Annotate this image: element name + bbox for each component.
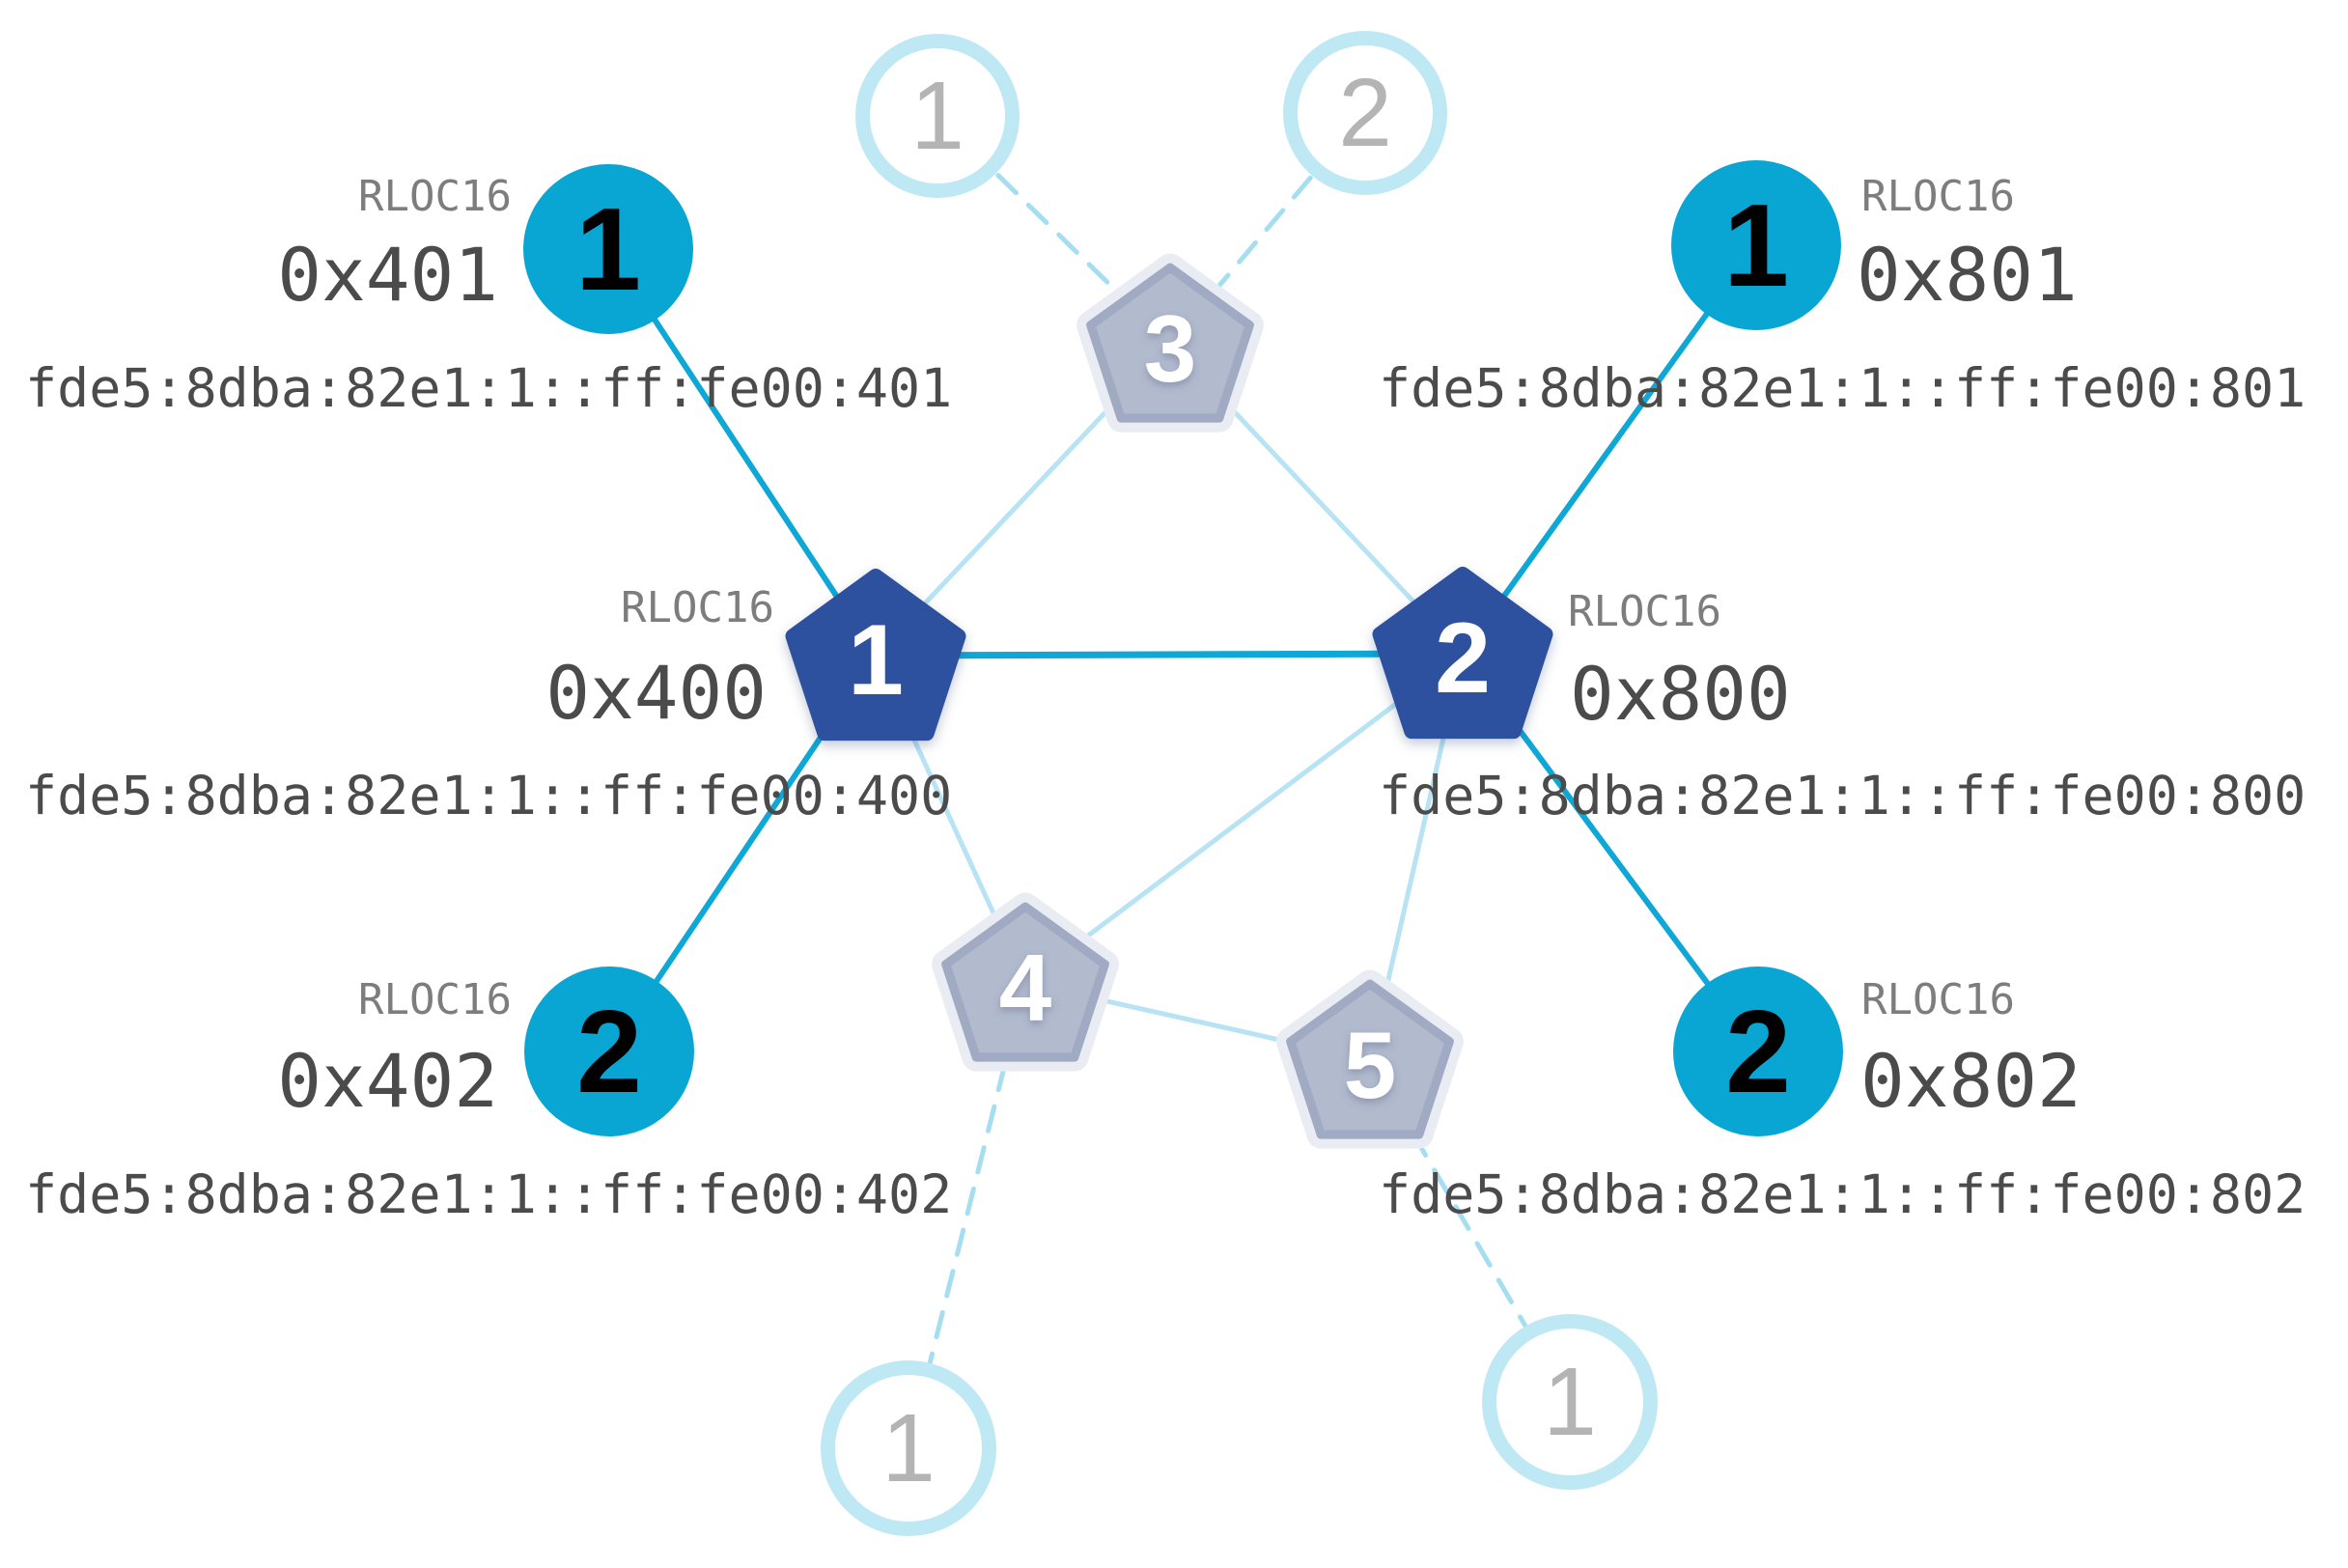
- router-node-3-inactive: 3: [1076, 253, 1264, 433]
- router-node-2-label: 2: [1435, 602, 1491, 714]
- router-pentagon-icon: [1372, 566, 1553, 740]
- router-node-4-inactive: 4: [932, 892, 1119, 1072]
- child-node-faded-top-1: 1: [855, 34, 1020, 198]
- rloc16-value-router1: 0x400: [545, 650, 767, 736]
- child-node-402: 2: [524, 966, 694, 1136]
- router-pentagon-icon: [1276, 969, 1464, 1149]
- link-router1-router2: [875, 650, 1464, 659]
- child-node-faded-bottom-left: 1: [821, 1360, 996, 1536]
- rloc16-value-child401: 0x401: [277, 232, 498, 318]
- child-node-401: 1: [523, 164, 693, 334]
- router-node-4-label: 4: [998, 934, 1052, 1041]
- rloc16-caption-child402: RLOC16: [358, 975, 512, 1024]
- ipv6-address-child401: fde5:8dba:82e1:1::ff:fe00:401: [25, 357, 953, 419]
- ipv6-address-child402: fde5:8dba:82e1:1::ff:fe00:402: [25, 1163, 953, 1225]
- rloc16-value-child801: 0x801: [1857, 232, 2078, 318]
- child-node-402-label: 2: [576, 986, 642, 1117]
- rloc16-caption-child401: RLOC16: [358, 172, 512, 221]
- child-node-faded-bottom-left-label: 1: [881, 1393, 936, 1502]
- router-pentagon-icon: [785, 568, 966, 742]
- router-node-1: 1: [783, 567, 968, 744]
- child-node-802-label: 2: [1725, 986, 1791, 1117]
- router-pentagon-icon: [1076, 253, 1264, 433]
- rloc16-value-child802: 0x802: [1860, 1038, 2082, 1124]
- child-node-801: 1: [1671, 160, 1841, 330]
- child-node-faded-bottom-right-label: 1: [1543, 1347, 1597, 1456]
- rloc16-value-child402: 0x402: [277, 1038, 498, 1124]
- ipv6-address-child801: fde5:8dba:82e1:1::ff:fe00:801: [1379, 357, 2306, 419]
- router-pentagon-icon: [932, 892, 1119, 1072]
- rloc16-caption-child801: RLOC16: [1861, 172, 2015, 221]
- child-node-faded-top-1-label: 1: [910, 61, 964, 170]
- link-router4-router2: [1023, 652, 1465, 985]
- child-node-401-label: 1: [575, 183, 641, 315]
- router-node-2: 2: [1370, 565, 1555, 742]
- rloc16-caption-router2: RLOC16: [1568, 587, 1721, 636]
- child-node-faded-bottom-right: 1: [1482, 1314, 1658, 1490]
- child-node-802: 2: [1673, 966, 1843, 1136]
- child-node-801-label: 1: [1723, 180, 1789, 311]
- ipv6-address-child802: fde5:8dba:82e1:1::ff:fe00:802: [1379, 1163, 2306, 1225]
- router-node-5-label: 5: [1343, 1011, 1397, 1118]
- router-node-3-label: 3: [1143, 294, 1197, 402]
- rloc16-value-router2: 0x800: [1570, 651, 1791, 737]
- router-node-5-inactive: 5: [1276, 969, 1464, 1149]
- child-node-faded-top-2: 2: [1283, 31, 1447, 195]
- router-node-1-label: 1: [848, 603, 904, 716]
- ipv6-address-router2: fde5:8dba:82e1:1::ff:fe00:800: [1379, 765, 2306, 826]
- rloc16-caption-child802: RLOC16: [1861, 975, 2015, 1024]
- child-node-faded-top-2-label: 2: [1338, 58, 1392, 167]
- rloc16-caption-router1: RLOC16: [621, 583, 774, 632]
- ipv6-address-router1: fde5:8dba:82e1:1::ff:fe00:400: [25, 765, 953, 826]
